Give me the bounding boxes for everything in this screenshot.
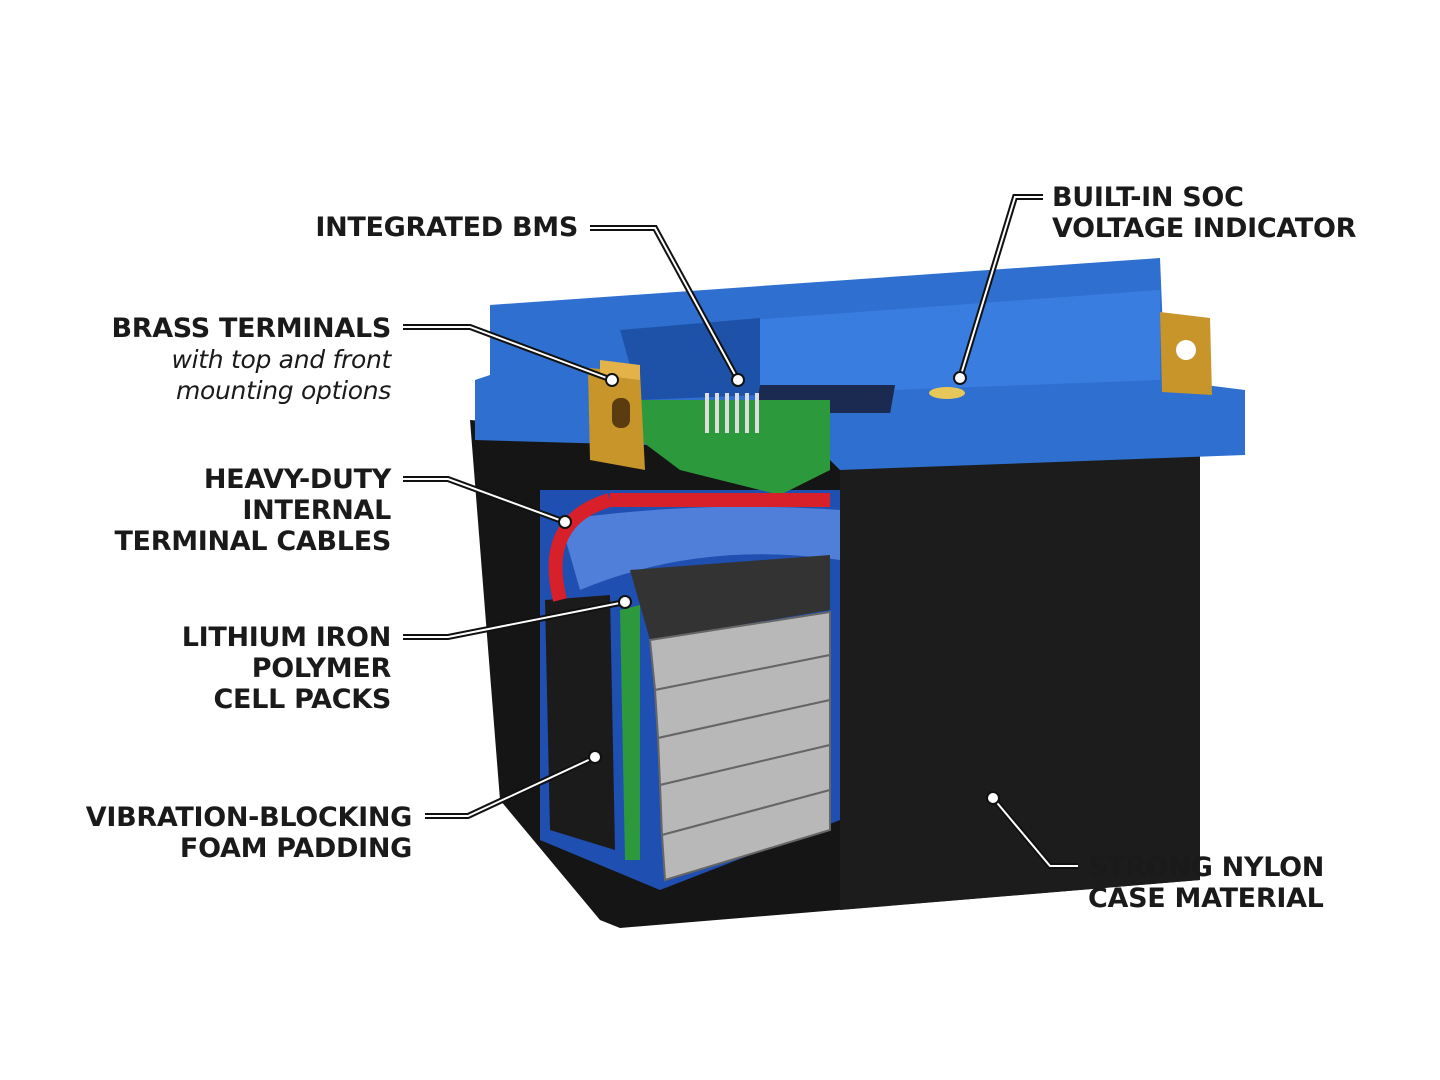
leader-soc bbox=[957, 194, 1043, 379]
bms-board bbox=[640, 393, 830, 495]
label-integrated-bms: INTEGRATED BMS bbox=[315, 212, 578, 243]
cell-packs bbox=[545, 555, 831, 882]
label-case-material: STRONG NYLON CASE MATERIAL bbox=[1088, 852, 1324, 914]
leader-case bbox=[990, 796, 1078, 869]
label-line: CELL PACKS bbox=[213, 684, 392, 715]
label-line: FOAM PADDING bbox=[179, 833, 412, 864]
leader-cables bbox=[403, 476, 567, 525]
leader-bms bbox=[590, 225, 741, 382]
label-line: BRASS TERMINALS bbox=[111, 313, 391, 344]
label-line: LITHIUM IRON bbox=[181, 622, 392, 653]
terminal-cable bbox=[548, 493, 830, 602]
label-cell-packs: LITHIUM IRON POLYMER CELL PACKS bbox=[181, 622, 392, 715]
label-line: CASE MATERIAL bbox=[1088, 883, 1324, 914]
label-foam-padding: VIBRATION-BLOCKING FOAM PADDING bbox=[85, 802, 413, 864]
label-line: VOLTAGE INDICATOR bbox=[1052, 213, 1357, 244]
label-line: TERMINAL CABLES bbox=[114, 526, 391, 557]
label-line: INTERNAL bbox=[242, 495, 391, 526]
label-brass-terminals: BRASS TERMINALS with top and front mount… bbox=[111, 313, 391, 406]
label-line: POLYMER bbox=[251, 653, 392, 684]
leader-brass bbox=[403, 324, 614, 383]
leader-cells bbox=[403, 599, 626, 640]
label-line: VIBRATION-BLOCKING bbox=[85, 802, 413, 833]
label-subline: with top and front bbox=[171, 345, 391, 374]
label-line: HEAVY-DUTY bbox=[203, 464, 391, 495]
label-subline: mounting options bbox=[175, 376, 391, 405]
battery-lid bbox=[475, 258, 1245, 470]
label-soc-indicator: BUILT-IN SOC VOLTAGE INDICATOR bbox=[1052, 182, 1356, 244]
label-line: STRONG NYLON bbox=[1088, 852, 1325, 883]
leader-endpoints bbox=[558, 371, 1000, 805]
brass-terminal-right bbox=[1160, 312, 1212, 395]
label-line: INTEGRATED BMS bbox=[315, 212, 578, 243]
label-terminal-cables: HEAVY-DUTY INTERNAL TERMINAL CABLES bbox=[114, 464, 391, 557]
label-line: BUILT-IN SOC bbox=[1052, 182, 1244, 213]
leader-foam bbox=[425, 754, 597, 819]
